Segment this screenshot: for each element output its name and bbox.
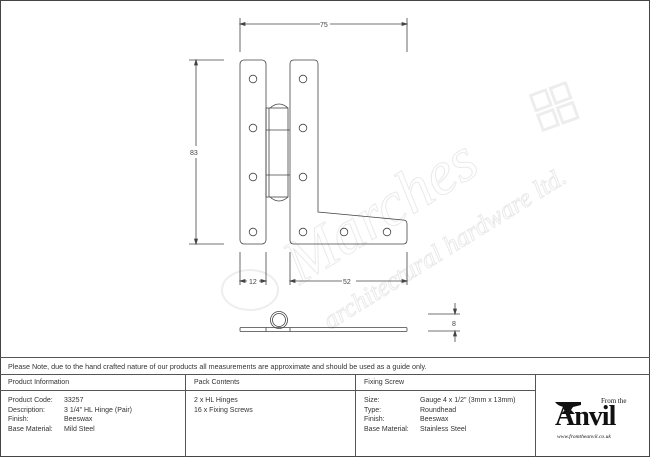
dimension-overall-width: 75 (320, 22, 328, 29)
logo-panel (535, 375, 650, 457)
pack-contents-title: Pack Contents (186, 375, 355, 391)
technical-drawing: Marches architectural hardware ltd. (189, 18, 580, 342)
watermark: Marches architectural hardware ltd. (221, 80, 580, 336)
dimension-thickness: 8 (452, 321, 456, 328)
base-material-row: Base Material: Mild Steel (8, 425, 185, 435)
product-information-title: Product Information (0, 375, 185, 391)
measurement-note: Please Note, due to the hand crafted nat… (0, 357, 650, 375)
logo-from-text: From the (601, 397, 627, 405)
from-the-anvil-logo: From the Anvil www.fromtheanvil.co.uk (555, 395, 640, 445)
label: Finish: (364, 416, 385, 423)
product-information-panel: Product Information Product Code: 33257 D… (0, 375, 185, 457)
pack-item: 2 x HL Hinges (194, 397, 238, 404)
value: Beeswax (420, 416, 449, 423)
dimension-right-leaf-width: 52 (343, 279, 351, 286)
product-code-row: Product Code: 33257 (8, 396, 185, 406)
logo-url: www.fromtheanvil.co.uk (557, 434, 611, 440)
label: Product Code: (8, 397, 53, 404)
fixing-screw-panel: Fixing Screw Size: Gauge 4 x 1/2" (3mm x … (355, 375, 535, 457)
label: Type: (364, 406, 382, 414)
value: 33257 (64, 397, 84, 404)
value: Mild Steel (64, 425, 95, 433)
label: Size: (364, 397, 380, 404)
anvil-icon (555, 402, 581, 414)
screw-base-material-row: Base Material: Stainless Steel (364, 425, 535, 435)
value: Beeswax (64, 416, 93, 423)
screw-finish-row: Finish: Beeswax (364, 415, 535, 425)
spec-table: Product Information Product Code: 33257 D… (0, 375, 650, 457)
value: Roundhead (420, 406, 457, 414)
logo-word: Anvil (555, 401, 616, 432)
value: 3 1/4" HL Hinge (Pair) (64, 406, 132, 414)
description-row: Description: 3 1/4" HL Hinge (Pair) (8, 406, 185, 416)
dimension-left-leaf-width: 12 (249, 279, 257, 286)
label: Base Material: (8, 425, 53, 433)
finish-row: Finish: Beeswax (8, 415, 185, 425)
label: Description: (8, 406, 45, 414)
label: Base Material: (364, 425, 409, 433)
pack-contents-panel: Pack Contents 2 x HL Hinges 16 x Fixing … (185, 375, 355, 457)
label: Finish: (8, 416, 29, 423)
value: Gauge 4 x 1/2" (3mm x 13mm) (420, 397, 516, 404)
dimension-overall-height: 83 (190, 150, 198, 157)
pack-item: 16 x Fixing Screws (194, 406, 253, 414)
value: Stainless Steel (420, 425, 467, 433)
screw-type-row: Type: Roundhead (364, 406, 535, 416)
screw-size-row: Size: Gauge 4 x 1/2" (3mm x 13mm) (364, 396, 535, 406)
fixing-screw-title: Fixing Screw (356, 375, 535, 391)
